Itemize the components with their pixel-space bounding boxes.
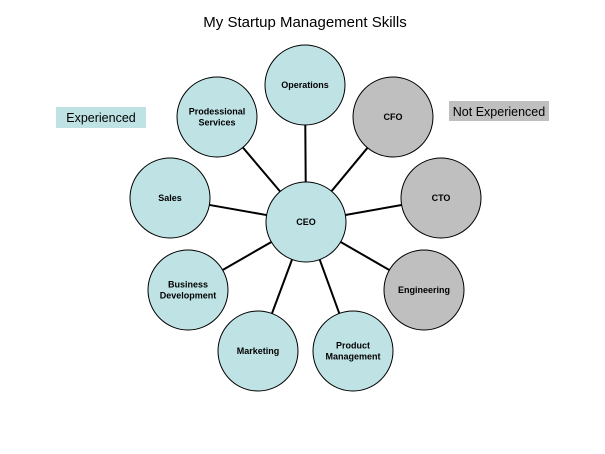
connector-ceo-cfo [330,147,369,192]
legend-not-experienced-label: Not Experienced [453,105,545,119]
legend-experienced: Experienced [56,107,146,128]
node-circle-sales [129,157,211,239]
node-label-business-development-2: Development [160,291,217,301]
connector-ceo-marketing [271,259,293,314]
legend-experienced-swatch [56,107,146,128]
node-cfo: CFO [352,76,434,158]
node-engineering: Engineering [383,249,465,331]
node-label-engineering: Engineering [398,285,450,295]
node-ceo: CEO [265,181,347,263]
node-label-business-development-1: Business [168,280,208,290]
node-sales: Sales [129,157,211,239]
node-circle-product-management [312,310,394,392]
node-label-professional-services-1: Prodessional [189,107,246,117]
node-label-marketing: Marketing [237,346,280,356]
node-label-professional-services-2: Services [198,118,235,128]
connector-ceo-business-development [222,241,272,271]
connector-ceo-cto [345,204,402,216]
connector-ceo-engineering [340,241,390,271]
node-circle-cto [400,157,482,239]
node-label-product-management-1: Product [336,341,370,351]
node-circle-business-development [147,249,229,331]
node-label-ceo: CEO [296,217,316,227]
connector-ceo-professional-services [242,146,281,193]
node-operations: Operations [264,44,346,126]
node-marketing: Marketing [217,310,299,392]
node-label-sales: Sales [158,193,182,203]
node-circle-operations [264,44,346,126]
node-circle-cfo [352,76,434,158]
legend-not-experienced: Not Experienced [449,101,549,121]
node-circle-marketing [217,310,299,392]
node-circle-professional-services [176,76,258,158]
diagram-title: My Startup Management Skills [203,14,406,31]
node-label-operations: Operations [281,80,329,90]
node-label-cfo: CFO [384,112,403,122]
node-circle-engineering [383,249,465,331]
legend-not-experienced-swatch [449,101,549,121]
node-label-cto: CTO [432,193,451,203]
connector-lines [209,124,402,314]
node-label-product-management-2: Management [325,352,380,362]
node-circle-ceo [265,181,347,263]
legend-experienced-label: Experienced [66,111,136,125]
connector-ceo-sales [209,203,267,217]
connector-ceo-product-management [318,259,341,314]
node-cto: CTO [400,157,482,239]
